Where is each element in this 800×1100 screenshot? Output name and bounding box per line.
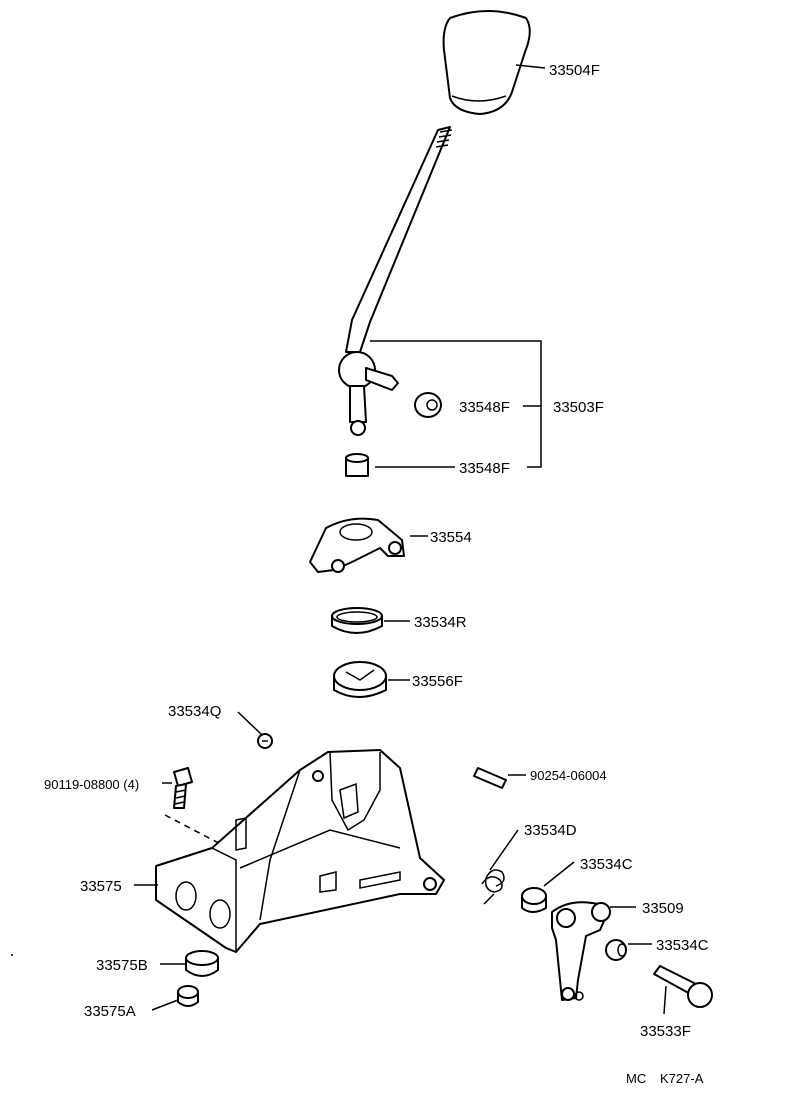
seat xyxy=(333,661,387,698)
lever-retainer xyxy=(309,517,405,573)
label-housing-bushing: 33575B xyxy=(96,957,148,974)
label-select-lever: 33509 xyxy=(642,900,684,917)
bolt-dashed-line xyxy=(164,814,233,851)
shaft-leader xyxy=(663,985,667,1015)
select-lever xyxy=(551,901,611,1001)
lower-bushing xyxy=(345,453,369,477)
clip-leader xyxy=(237,711,263,736)
spring xyxy=(481,869,505,905)
footer-ref-code: K727-A xyxy=(660,1071,704,1086)
label-housing-collar: 33575A xyxy=(84,1003,136,1020)
pin xyxy=(473,767,507,789)
label-housing: 33575 xyxy=(80,878,122,895)
label-upper-bushing: 33548F xyxy=(459,399,510,416)
label-ring: 33534R xyxy=(414,614,467,631)
label-retainer: 33554 xyxy=(430,529,472,546)
spring-leader xyxy=(489,829,519,871)
shift-housing xyxy=(155,749,445,953)
knob-leader xyxy=(515,64,546,69)
shift-knob xyxy=(442,10,531,115)
label-lower-bushing: 33548F xyxy=(459,460,510,477)
label-shaft: 33533F xyxy=(640,1023,691,1040)
label-lever-assy: 33503F xyxy=(553,399,604,416)
label-knob: 33504F xyxy=(549,62,600,79)
bolt xyxy=(173,767,193,809)
shaft xyxy=(653,965,713,1008)
clip xyxy=(257,733,273,749)
upper-lever-bushing xyxy=(521,887,547,913)
label-seat: 33556F xyxy=(412,673,463,690)
upper-lever-bushing-leader xyxy=(543,861,575,887)
shift-lever-rod xyxy=(338,126,453,436)
footer-mc: MC xyxy=(626,1071,646,1086)
label-spring: 33534D xyxy=(524,822,577,839)
ring xyxy=(331,607,383,634)
lower-lever-bushing xyxy=(605,939,627,961)
housing-bushing xyxy=(185,950,219,977)
label-upper-lever-bushing: 33534C xyxy=(580,856,633,873)
label-pin: 90254-06004 xyxy=(530,768,607,783)
label-clip: 33534Q xyxy=(168,703,221,720)
stray-dot xyxy=(11,954,13,956)
housing-collar-leader xyxy=(151,999,179,1011)
upper-bushing xyxy=(414,392,442,418)
label-lower-lever-bushing: 33534C xyxy=(656,937,709,954)
housing-collar xyxy=(177,985,199,1007)
lever-assy-bracket xyxy=(370,340,542,468)
label-bolt: 90119-08800 (4) xyxy=(44,777,139,792)
